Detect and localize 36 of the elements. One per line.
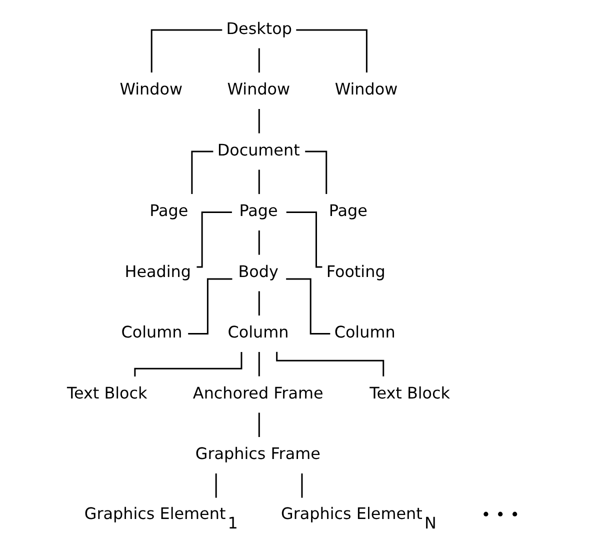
connector [258,48,260,73]
node-text: Body [238,262,278,281]
connector [150,29,222,73]
node-text: Page [149,201,188,220]
connector [296,29,367,73]
connector [258,291,260,316]
node-text: Window [119,80,182,99]
node-text: Column [334,322,395,342]
node-text: Document [216,140,300,160]
node-text: Text Block [66,383,147,402]
connector [300,473,302,498]
connector [258,170,260,194]
node-text: Column [120,322,182,342]
label: • • • [480,504,520,524]
node-text: Page [238,201,278,220]
connector [258,352,260,376]
node-text: Column [227,322,288,342]
node-text: Window [334,80,398,99]
node-text: Page [328,201,367,220]
connector [196,212,232,268]
connector [286,212,322,268]
node-text: Text Block [369,383,450,402]
connector [258,109,260,134]
connector [258,230,260,255]
connector [286,278,330,334]
node-text: Heading [124,262,190,281]
connector [304,150,327,194]
connector [214,473,216,498]
node-text: Window [226,80,290,99]
node-text: Anchored Frame [192,383,323,402]
connector [190,150,213,194]
node-text: Footing [326,262,385,281]
connector [258,412,260,438]
node-text: Graphics Frame [194,444,320,464]
node-text: Desktop [226,18,292,38]
connector [188,278,232,334]
